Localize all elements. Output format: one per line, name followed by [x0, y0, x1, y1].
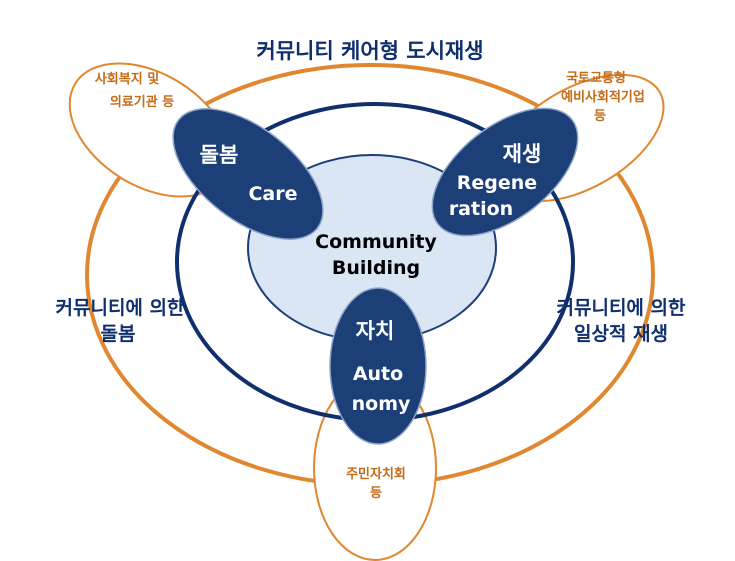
outer-top-left-line1: 사회복지 및	[95, 71, 159, 87]
petal-care-en: Care	[248, 183, 297, 205]
petal-regeneration	[431, 107, 579, 237]
core-line2: Building	[332, 257, 420, 279]
petal-autonomy-ko: 자치	[356, 319, 395, 343]
outer-bottom-line1: 주민자치회	[346, 466, 406, 482]
outer-top-right-line2: 예비사회적기업	[561, 89, 645, 105]
outer-top-right-line3: 등	[594, 109, 606, 124]
outer-top-left-line2: 의료기관 등	[110, 94, 174, 110]
right-text-line1: 커뮤니티에 의한	[557, 297, 686, 319]
petal-autonomy-en2: nomy	[352, 393, 411, 415]
outer-bottom-line2: 등	[370, 486, 382, 501]
petal-regeneration-en1: Regene	[457, 172, 537, 194]
right-text-line2: 일상적 재생	[574, 323, 668, 345]
petal-regeneration-ko: 재생	[503, 142, 542, 166]
left-text-line1: 커뮤니티에 의한	[56, 297, 185, 319]
core-line1: Community	[315, 231, 437, 253]
petal-regeneration-en2: ration	[449, 198, 513, 220]
diagram-title: 커뮤니티 케어형 도시재생	[256, 39, 483, 63]
petal-autonomy	[329, 287, 427, 445]
petal-autonomy-en1: Auto	[353, 363, 403, 385]
outer-top-right-line1: 국토교통형	[566, 70, 626, 86]
petal-care-ko: 돌봄	[200, 143, 239, 167]
left-text-line2: 돌봄	[101, 323, 136, 345]
petal-care	[172, 108, 324, 240]
